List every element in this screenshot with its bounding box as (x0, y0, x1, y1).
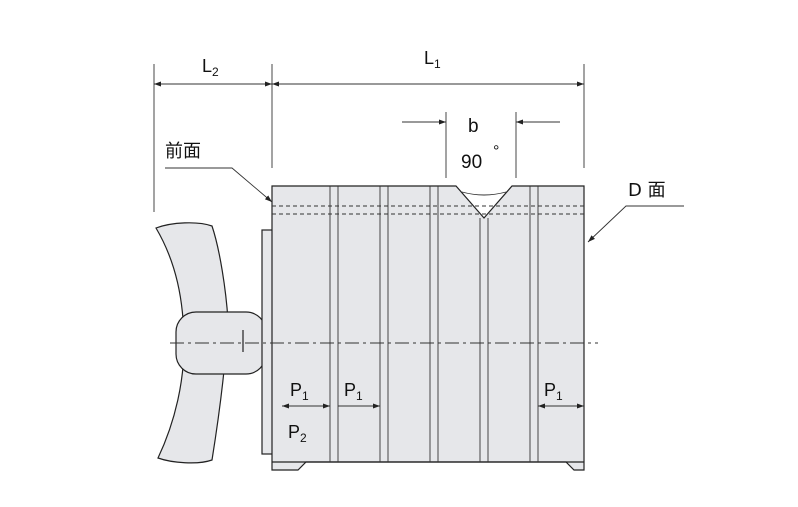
angle-value: 90 (461, 152, 482, 173)
p1-label-right: P1 (544, 380, 563, 403)
d-face-label: D 面 (628, 180, 666, 201)
hidden-lines (272, 205, 584, 215)
p2-label: P2 (288, 422, 307, 445)
angle-unit: ° (493, 143, 499, 160)
p1-label-mid: P1 (344, 380, 363, 403)
p1-label-left: P1 (290, 380, 309, 403)
angle-arc (461, 191, 507, 196)
slot-lines (329, 186, 539, 462)
front-face-leader (165, 167, 273, 203)
l2-label: L2 (202, 56, 219, 79)
v-block-body (271, 185, 585, 471)
front-face-label: 前面 (165, 141, 201, 162)
b-label: b (468, 116, 479, 137)
l1-label: L1 (424, 48, 441, 71)
d-face-leader (587, 205, 684, 243)
